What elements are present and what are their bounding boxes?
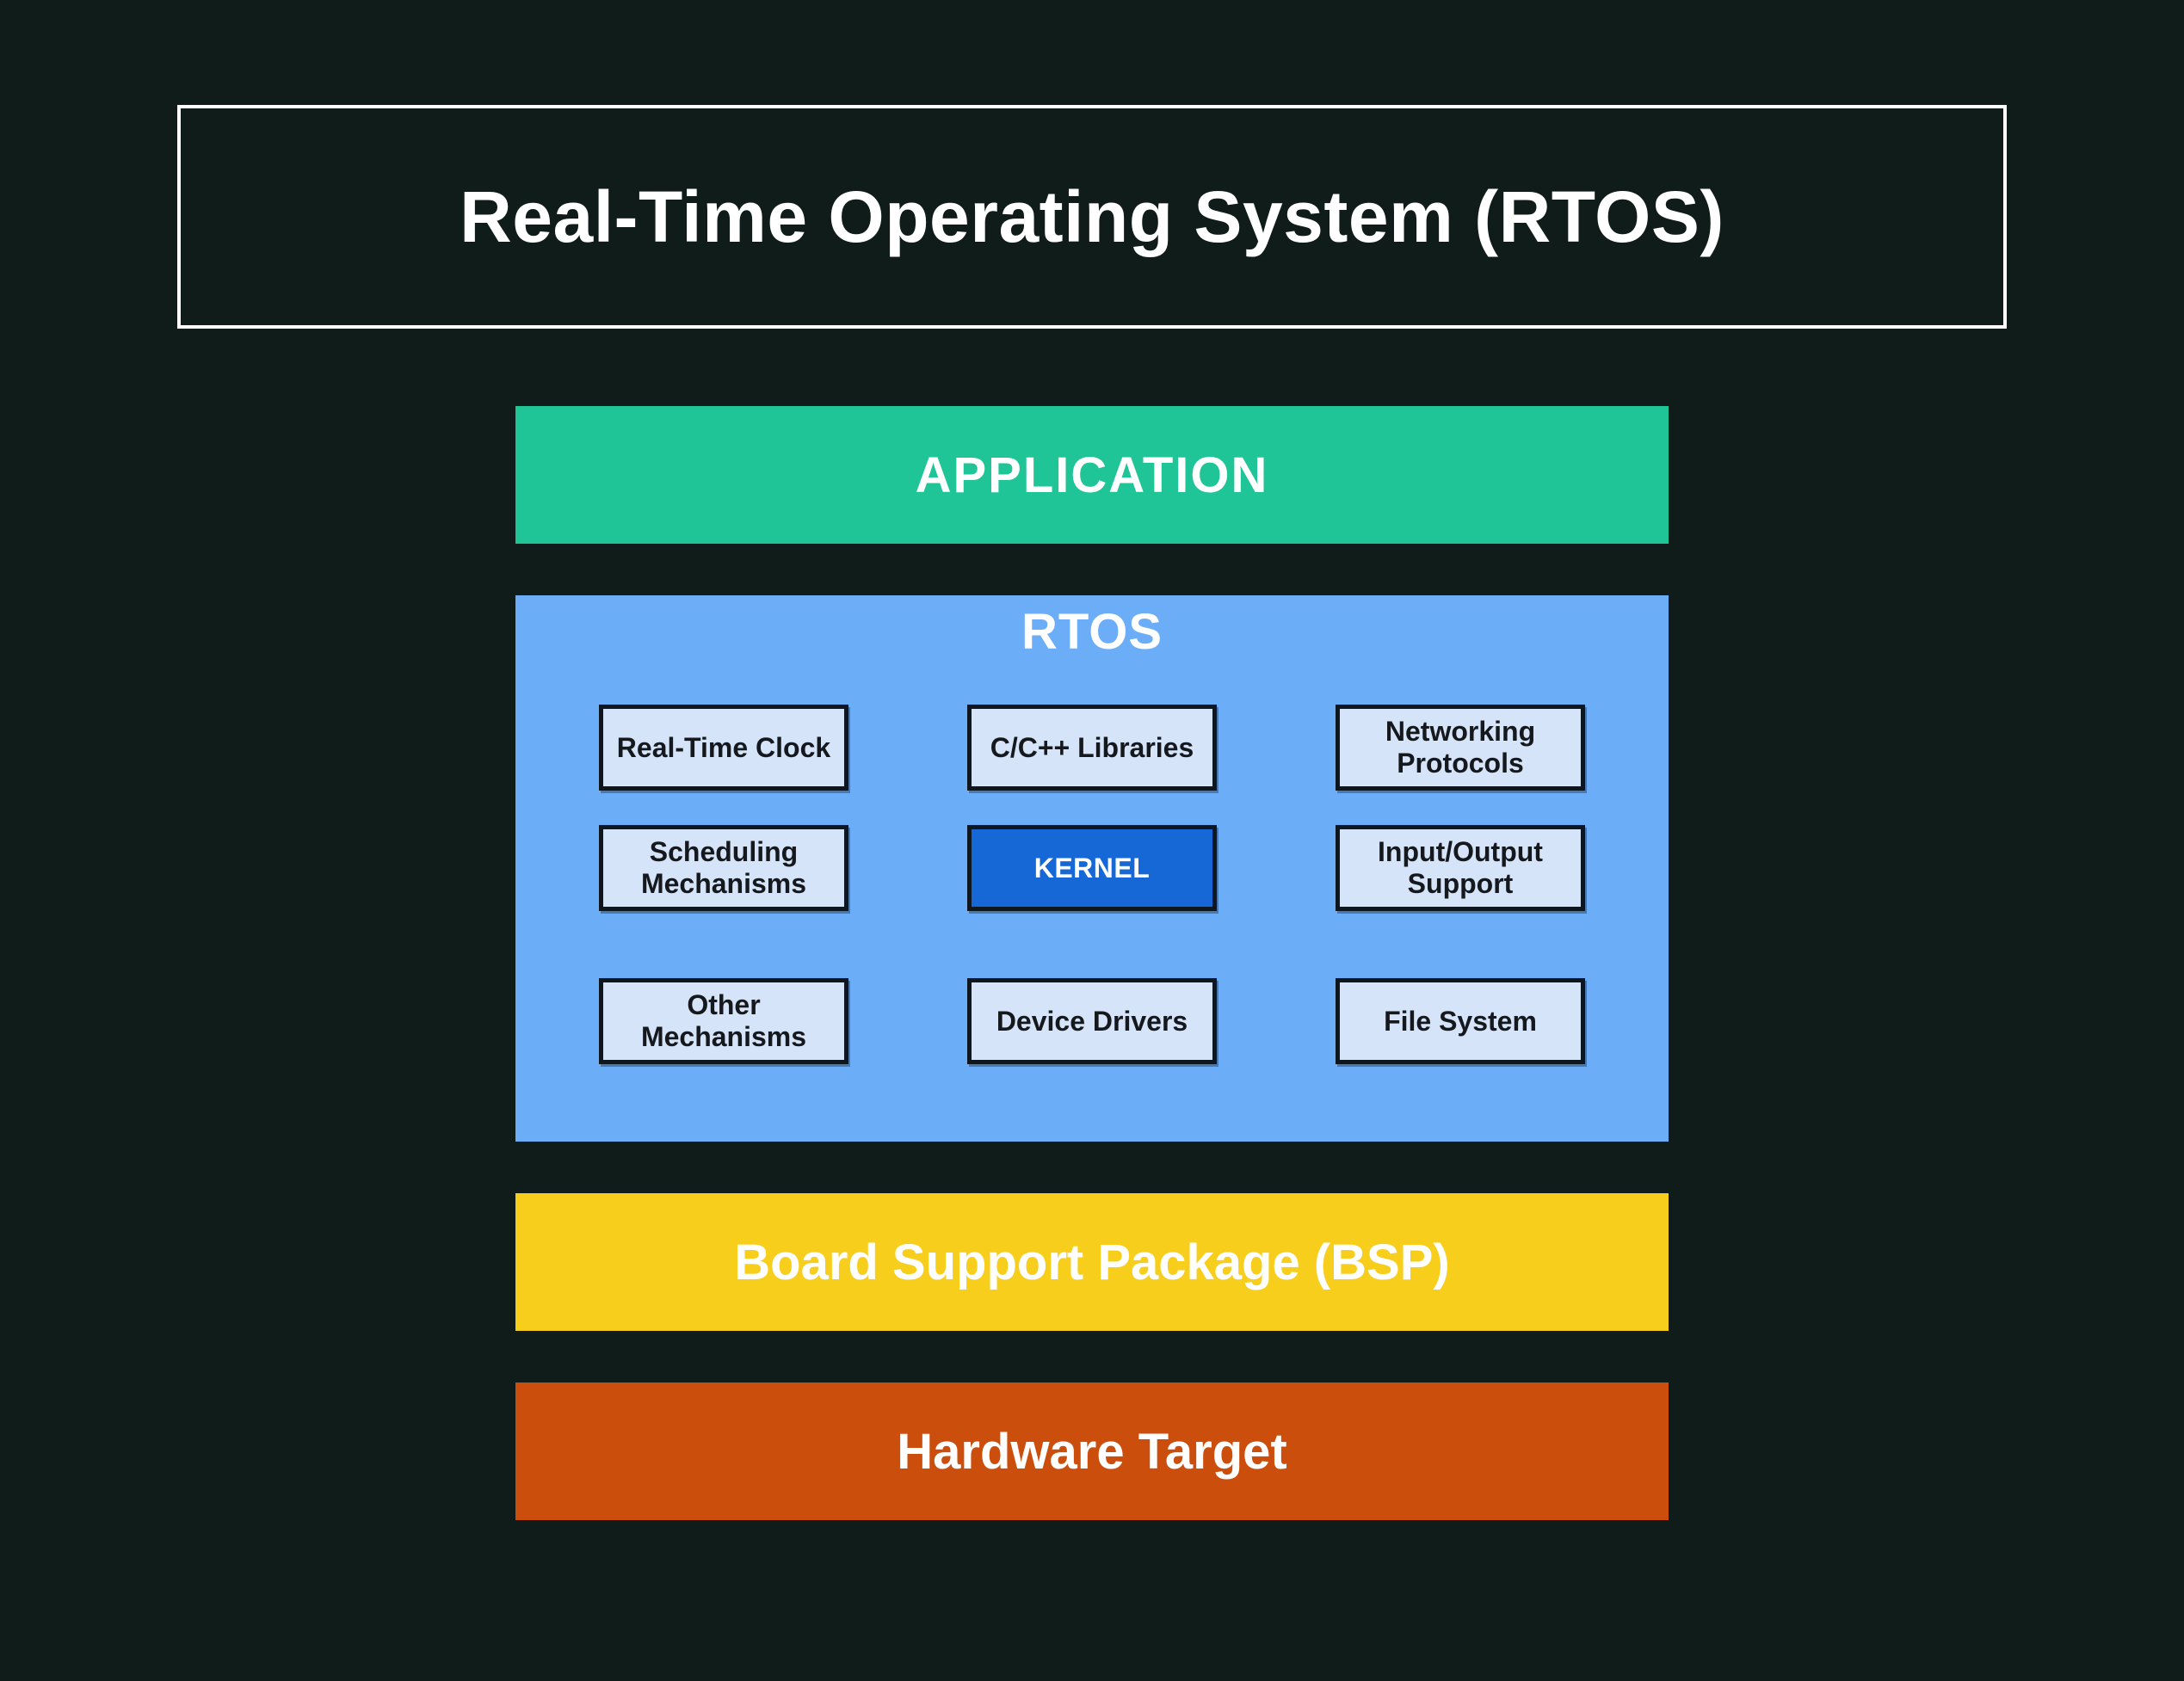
layer-stack: APPLICATION RTOS Real-Time Clock C/C++ L… bbox=[515, 406, 1669, 1520]
hardware-target-label: Hardware Target bbox=[897, 1423, 1287, 1480]
component-label: Other Mechanisms bbox=[640, 989, 807, 1052]
rtos-components-row-2: Scheduling Mechanisms KERNEL Input/Outpu… bbox=[599, 825, 1585, 911]
component-label: Input/Output Support bbox=[1378, 836, 1543, 899]
component-file-system: File System bbox=[1336, 978, 1585, 1064]
bsp-label: Board Support Package (BSP) bbox=[734, 1234, 1450, 1290]
application-label: APPLICATION bbox=[915, 446, 1269, 503]
component-device-drivers: Device Drivers bbox=[967, 978, 1217, 1064]
component-label: Real-Time Clock bbox=[616, 731, 831, 763]
component-label: File System bbox=[1384, 1005, 1537, 1037]
component-networking-protocols: Networking Protocols bbox=[1336, 705, 1585, 791]
rtos-layer: RTOS Real-Time Clock C/C++ Libraries Net… bbox=[515, 595, 1669, 1142]
component-other-mechanisms: Other Mechanisms bbox=[599, 978, 848, 1064]
diagram-title-box: Real-Time Operating System (RTOS) bbox=[177, 105, 2007, 329]
component-kernel: KERNEL bbox=[967, 825, 1217, 911]
hardware-target-layer: Hardware Target bbox=[515, 1382, 1669, 1520]
component-input-output-support: Input/Output Support bbox=[1336, 825, 1585, 911]
component-c-cpp-libraries: C/C++ Libraries bbox=[967, 705, 1217, 791]
component-label: C/C++ Libraries bbox=[990, 731, 1194, 763]
component-label: Scheduling Mechanisms bbox=[640, 836, 807, 899]
bsp-layer: Board Support Package (BSP) bbox=[515, 1193, 1669, 1331]
component-scheduling-mechanisms: Scheduling Mechanisms bbox=[599, 825, 848, 911]
component-label: Networking Protocols bbox=[1385, 716, 1536, 779]
component-label: KERNEL bbox=[1033, 852, 1151, 884]
component-real-time-clock: Real-Time Clock bbox=[599, 705, 848, 791]
component-label: Device Drivers bbox=[996, 1005, 1188, 1037]
rtos-label: RTOS bbox=[1021, 604, 1163, 660]
application-layer: APPLICATION bbox=[515, 406, 1669, 544]
rtos-components-row-1: Real-Time Clock C/C++ Libraries Networki… bbox=[599, 705, 1585, 791]
rtos-components-row-3: Other Mechanisms Device Drivers File Sys… bbox=[599, 978, 1585, 1064]
diagram-title: Real-Time Operating System (RTOS) bbox=[460, 175, 1724, 257]
